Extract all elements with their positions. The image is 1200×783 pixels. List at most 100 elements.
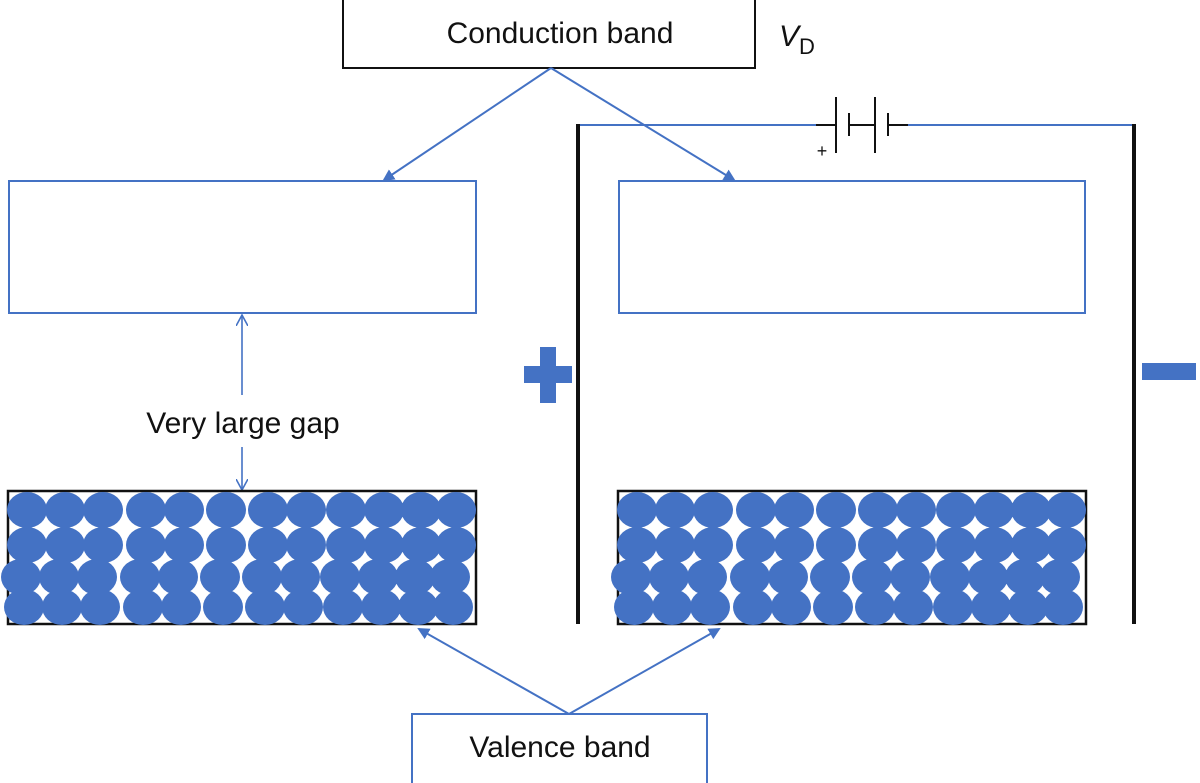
electron bbox=[1046, 527, 1086, 563]
electron bbox=[890, 559, 930, 595]
electron bbox=[896, 492, 936, 528]
electron bbox=[1043, 589, 1083, 625]
electron bbox=[649, 559, 689, 595]
electron bbox=[971, 589, 1011, 625]
electron bbox=[1046, 492, 1086, 528]
electron bbox=[45, 527, 85, 563]
electron bbox=[930, 559, 970, 595]
voltage-subscript: D bbox=[799, 34, 815, 59]
electron bbox=[206, 527, 246, 563]
electron bbox=[736, 527, 776, 563]
electron bbox=[126, 527, 166, 563]
electron bbox=[936, 492, 976, 528]
electron bbox=[896, 527, 936, 563]
electron bbox=[852, 559, 892, 595]
electron bbox=[430, 559, 470, 595]
electron bbox=[687, 559, 727, 595]
electron bbox=[7, 492, 47, 528]
electron bbox=[286, 527, 326, 563]
electron bbox=[858, 492, 898, 528]
electron bbox=[1005, 559, 1045, 595]
arrow-valence-left bbox=[417, 628, 570, 715]
electron bbox=[693, 492, 733, 528]
electron bbox=[245, 589, 285, 625]
electron bbox=[123, 589, 163, 625]
valence-band-label-box: Valence band bbox=[411, 713, 708, 783]
electron bbox=[120, 559, 160, 595]
electron bbox=[693, 527, 733, 563]
electron bbox=[1008, 589, 1048, 625]
electron bbox=[4, 589, 44, 625]
electron bbox=[326, 492, 366, 528]
electron bbox=[326, 527, 366, 563]
electron bbox=[126, 492, 166, 528]
electron bbox=[974, 527, 1014, 563]
electron bbox=[968, 559, 1008, 595]
electron bbox=[361, 589, 401, 625]
electron bbox=[401, 492, 441, 528]
valence-band-label: Valence band bbox=[469, 731, 650, 764]
gap-label: Very large gap bbox=[146, 407, 339, 440]
electron bbox=[283, 589, 323, 625]
electron bbox=[816, 527, 856, 563]
electron bbox=[614, 589, 654, 625]
voltage-label: VD bbox=[779, 20, 815, 59]
arrow-conduction-left bbox=[382, 67, 552, 182]
electron bbox=[936, 527, 976, 563]
electron bbox=[810, 559, 850, 595]
electron bbox=[323, 589, 363, 625]
electron bbox=[80, 589, 120, 625]
electron bbox=[83, 527, 123, 563]
electron bbox=[655, 527, 695, 563]
electron bbox=[248, 492, 288, 528]
electron bbox=[771, 589, 811, 625]
electron bbox=[158, 559, 198, 595]
electron bbox=[855, 589, 895, 625]
electron bbox=[617, 527, 657, 563]
electron bbox=[611, 559, 651, 595]
battery-icon bbox=[835, 97, 889, 153]
electron bbox=[816, 492, 856, 528]
electron bbox=[617, 492, 657, 528]
electron bbox=[436, 492, 476, 528]
electron bbox=[248, 527, 288, 563]
electron bbox=[364, 527, 404, 563]
electron bbox=[280, 559, 320, 595]
electron bbox=[813, 589, 853, 625]
electron bbox=[893, 589, 933, 625]
electron bbox=[320, 559, 360, 595]
electron bbox=[1011, 527, 1051, 563]
electron bbox=[39, 559, 79, 595]
valence-band-left bbox=[1, 489, 478, 626]
valence-band-right bbox=[611, 489, 1088, 626]
electron bbox=[401, 527, 441, 563]
electron bbox=[42, 589, 82, 625]
electron bbox=[436, 527, 476, 563]
electron bbox=[164, 527, 204, 563]
electron bbox=[730, 559, 770, 595]
electron bbox=[77, 559, 117, 595]
circuit: + bbox=[576, 97, 1136, 624]
electron bbox=[395, 559, 435, 595]
battery-plus-label: + bbox=[817, 141, 828, 161]
electron bbox=[286, 492, 326, 528]
electron bbox=[655, 492, 695, 528]
electron bbox=[398, 589, 438, 625]
electron bbox=[933, 589, 973, 625]
electron bbox=[161, 589, 201, 625]
electron bbox=[242, 559, 282, 595]
electron bbox=[1011, 492, 1051, 528]
plus-sign-icon bbox=[524, 347, 572, 403]
electron bbox=[774, 492, 814, 528]
electron bbox=[974, 492, 1014, 528]
minus-sign-icon bbox=[1142, 363, 1196, 380]
electron bbox=[164, 492, 204, 528]
conduction-band-left bbox=[8, 180, 477, 314]
electron bbox=[736, 492, 776, 528]
electron bbox=[364, 492, 404, 528]
electron bbox=[200, 559, 240, 595]
electron bbox=[7, 527, 47, 563]
electron bbox=[358, 559, 398, 595]
electron bbox=[690, 589, 730, 625]
